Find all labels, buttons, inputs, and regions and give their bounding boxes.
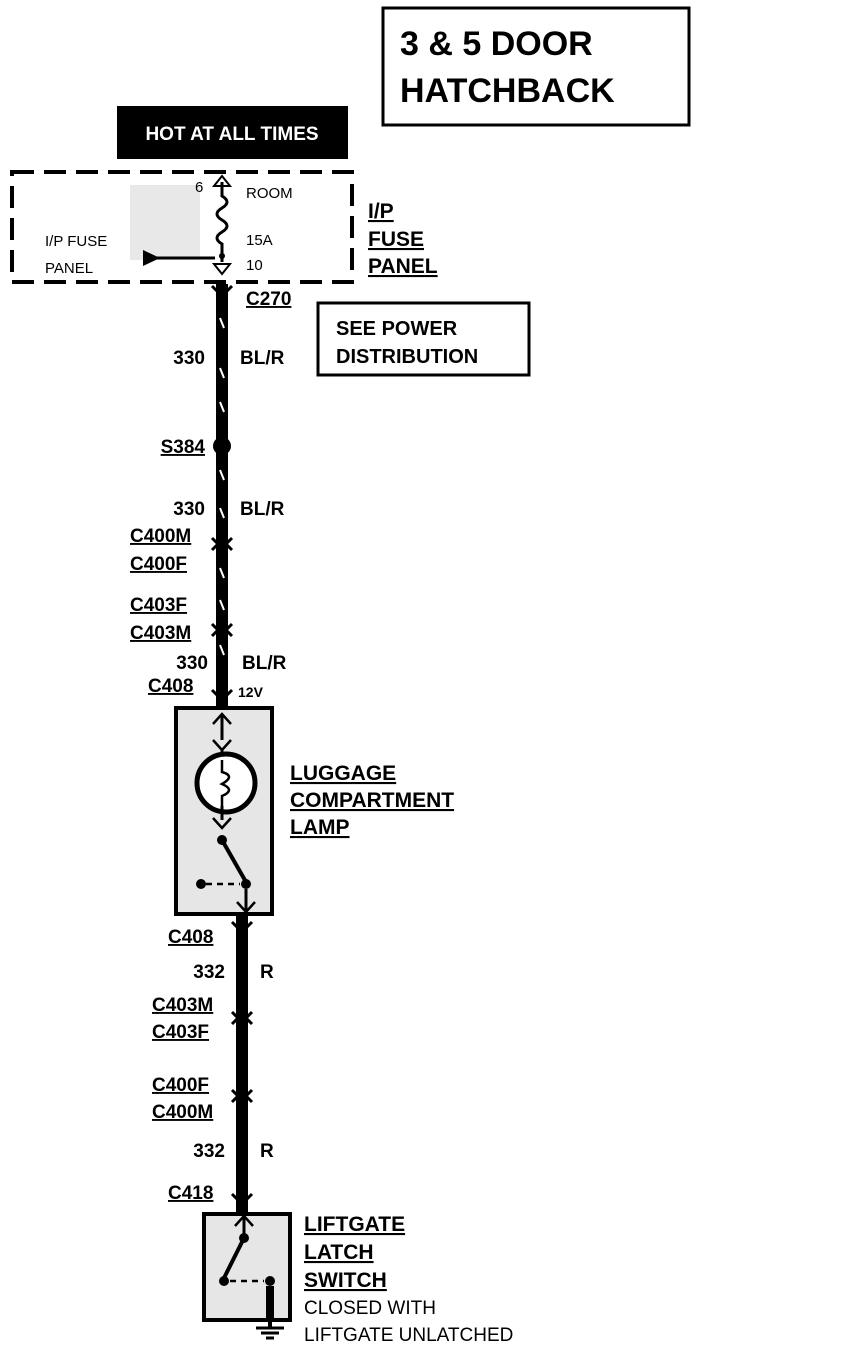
switch-label-line-2: LATCH xyxy=(304,1241,374,1264)
wire-5-color: R xyxy=(260,1141,274,1162)
voltage-label: 12V xyxy=(238,684,264,700)
liftgate-switch-box xyxy=(202,1212,292,1322)
see-power-line-1: SEE POWER xyxy=(336,318,458,340)
fuse-panel-label-line-3: PANEL xyxy=(368,255,438,278)
connector-c418: C418 xyxy=(168,1183,213,1204)
wire-3-color: BL/R xyxy=(242,653,287,674)
fuse-panel-label-line-2: FUSE xyxy=(368,228,424,251)
connector-c400f-top: C400F xyxy=(130,554,187,575)
switch-label-line-1: LIFTGATE xyxy=(304,1213,405,1236)
wire-1-color: BL/R xyxy=(240,348,285,369)
lamp-bulb-icon xyxy=(194,751,258,815)
connector-c403f-bottom: C403F xyxy=(152,1022,209,1043)
fuse-symbol xyxy=(215,182,229,262)
connector-c400m-bottom: C400M xyxy=(152,1102,213,1123)
upper-wire xyxy=(210,284,234,706)
switch-note-line-2: LIFTGATE UNLATCHED xyxy=(304,1325,513,1346)
lamp-label-line-1: LUGGAGE xyxy=(290,762,396,785)
see-power-line-2: DISTRIBUTION xyxy=(336,346,478,368)
hot-at-all-times-banner: HOT AT ALL TIMES xyxy=(117,106,348,159)
lamp-switch-blade xyxy=(220,839,248,883)
fuse-number: 10 xyxy=(246,257,263,274)
wire-4-color: R xyxy=(260,962,274,983)
wire-5-circuit: 332 xyxy=(193,1141,225,1162)
ground-icon xyxy=(256,1320,284,1340)
lower-wire xyxy=(230,916,254,1212)
fuse-panel-outside-label: I/P FUSE PANEL xyxy=(368,200,438,278)
fuse-name: ROOM xyxy=(246,185,293,202)
switch-note-line-1: CLOSED WITH xyxy=(304,1298,436,1319)
fuse-panel-inside-label-2: PANEL xyxy=(45,260,93,277)
connector-c408-bottom: C408 xyxy=(168,927,213,948)
fuse-panel-label-line-1: I/P xyxy=(368,200,394,223)
wire-2-color: BL/R xyxy=(240,499,285,520)
wire-1-circuit: 330 xyxy=(173,348,205,369)
splice-s384: S384 xyxy=(161,437,206,458)
splice-s384-dot xyxy=(213,437,231,455)
connector-c408-top: C408 xyxy=(148,676,193,697)
switch-label-line-3: SWITCH xyxy=(304,1269,387,1292)
title-box: 3 & 5 DOOR HATCHBACK xyxy=(381,6,691,127)
wire-4-circuit: 332 xyxy=(193,962,225,983)
liftgate-switch-blade xyxy=(222,1237,246,1279)
hot-at-all-times-label: HOT AT ALL TIMES xyxy=(145,124,318,145)
connector-c400f-bottom: C400F xyxy=(152,1075,209,1096)
connector-c403m-bottom: C403M xyxy=(152,995,213,1016)
connector-c400m-top: C400M xyxy=(130,526,191,547)
luggage-lamp-box xyxy=(174,706,274,916)
title-line-2: HATCHBACK xyxy=(400,72,615,110)
fuse-panel-inside-label-1: I/P FUSE xyxy=(45,233,107,250)
lamp-label-line-2: COMPARTMENT xyxy=(290,789,454,812)
lamp-label-line-3: LAMP xyxy=(290,816,350,839)
connector-c403m-top: C403M xyxy=(130,623,191,644)
wire-2-circuit: 330 xyxy=(173,499,205,520)
fuse-rating: 15A xyxy=(246,232,273,249)
connector-c403f-top: C403F xyxy=(130,595,187,616)
connector-c270: C270 xyxy=(246,289,291,310)
wire-3-circuit: 330 xyxy=(176,653,208,674)
ip-fuse-panel: I/P FUSE PANEL 6 ROOM 15A 10 xyxy=(10,170,354,284)
title-line-1: 3 & 5 DOOR xyxy=(400,25,593,63)
see-power-distribution-box: SEE POWER DISTRIBUTION xyxy=(316,301,531,377)
fuse-pin-top: 6 xyxy=(195,179,203,196)
